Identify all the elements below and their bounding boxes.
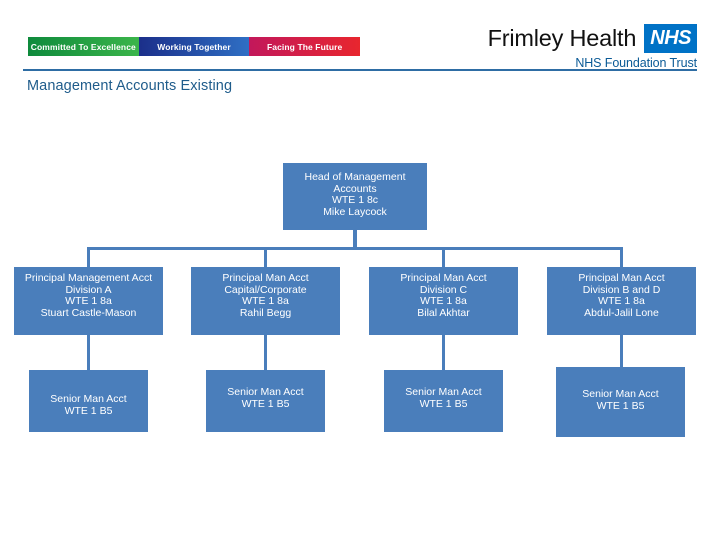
org-node-senior-man-acct-1[interactable]: Senior Man Acct WTE 1 B5 [29, 370, 148, 432]
org-node-line-2: Accounts [333, 182, 377, 195]
strapline-segment-committed: Committed To Excellence [28, 37, 139, 56]
org-node-line-3: WTE 1 8a [420, 295, 467, 308]
org-node-line-3: WTE 1 8a [242, 295, 289, 308]
connector-drop-1 [87, 247, 90, 268]
org-node-line-2: Division C [419, 283, 468, 296]
org-node-line-2: WTE 1 B5 [419, 397, 468, 410]
trust-strapline-banner: Committed To Excellence Working Together… [28, 37, 360, 56]
org-node-line-2: WTE 1 B5 [596, 399, 645, 412]
org-node-line-1: Principal Man Acct [578, 272, 665, 284]
org-node-line-3: WTE 1 8a [598, 295, 645, 308]
connector-drop-4 [620, 247, 623, 268]
org-node-line-4: Bilal Akhtar [417, 306, 470, 319]
org-node-senior-man-acct-2[interactable]: Senior Man Acct WTE 1 B5 [206, 370, 325, 432]
org-node-line-4: Stuart Castle-Mason [40, 306, 137, 319]
org-node-line-2: Division A [65, 283, 112, 296]
org-node-line-3: WTE 1 8c [331, 194, 379, 207]
page-title: Management Accounts Existing [27, 78, 233, 94]
org-node-line-2: WTE 1 B5 [241, 397, 290, 410]
org-node-senior-man-acct-3[interactable]: Senior Man Acct WTE 1 B5 [384, 370, 503, 432]
org-node-head-of-management-accounts[interactable]: Head of Management Accounts WTE 1 8c Mik… [283, 163, 427, 230]
connector-drop-3 [442, 247, 445, 268]
org-node-line-1: Senior Man Acct [50, 393, 127, 405]
org-node-line-2: Division B and D [582, 283, 661, 296]
org-node-line-4: Abdul-Jalil Lone [584, 306, 659, 319]
connector-branch-2 [264, 335, 267, 371]
connector-horizontal-bus [88, 247, 622, 250]
strapline-segment-working: Working Together [138, 37, 250, 56]
trust-brand-logo: Frimley Health NHS NHS Foundation Trust [487, 24, 697, 70]
connector-root-stem [353, 230, 357, 250]
org-node-line-2: WTE 1 B5 [64, 404, 113, 417]
org-node-line-1: Principal Management Acct [24, 272, 153, 284]
org-node-principal-man-acct-division-b-and-d[interactable]: Principal Man Acct Division B and D WTE … [547, 267, 696, 335]
brand-primary-row: Frimley Health NHS [487, 24, 697, 53]
org-node-senior-man-acct-4[interactable]: Senior Man Acct WTE 1 B5 [556, 367, 685, 437]
org-node-line-4: Rahil Begg [239, 306, 292, 319]
org-node-line-4: Mike Laycock [323, 205, 387, 218]
org-node-principal-man-acct-capital-corporate[interactable]: Principal Man Acct Capital/Corporate WTE… [191, 267, 340, 335]
org-node-line-1: Senior Man Acct [582, 388, 659, 400]
org-node-line-1: Senior Man Acct [405, 386, 482, 398]
connector-branch-4 [620, 335, 623, 368]
header-divider-rule [23, 69, 697, 71]
connector-drop-2 [264, 247, 267, 268]
connector-branch-3 [442, 335, 445, 371]
org-node-principal-man-acct-division-c[interactable]: Principal Man Acct Division C WTE 1 8a B… [369, 267, 518, 335]
org-node-line-1: Head of Management [304, 171, 406, 183]
org-node-line-2: Capital/Corporate [224, 283, 307, 296]
brand-subtitle-text: NHS Foundation Trust [575, 56, 697, 70]
org-node-line-1: Principal Man Acct [400, 272, 487, 284]
org-node-line-1: Principal Man Acct [222, 272, 309, 284]
org-node-line-1: Senior Man Acct [227, 386, 304, 398]
nhs-logo-icon: NHS [644, 24, 697, 53]
strapline-segment-facing: Facing The Future [249, 37, 360, 56]
brand-name-text: Frimley Health [487, 24, 637, 51]
org-node-line-3: WTE 1 8a [65, 295, 112, 308]
org-node-principal-management-acct-division-a[interactable]: Principal Management Acct Division A WTE… [14, 267, 163, 335]
connector-branch-1 [87, 335, 90, 371]
